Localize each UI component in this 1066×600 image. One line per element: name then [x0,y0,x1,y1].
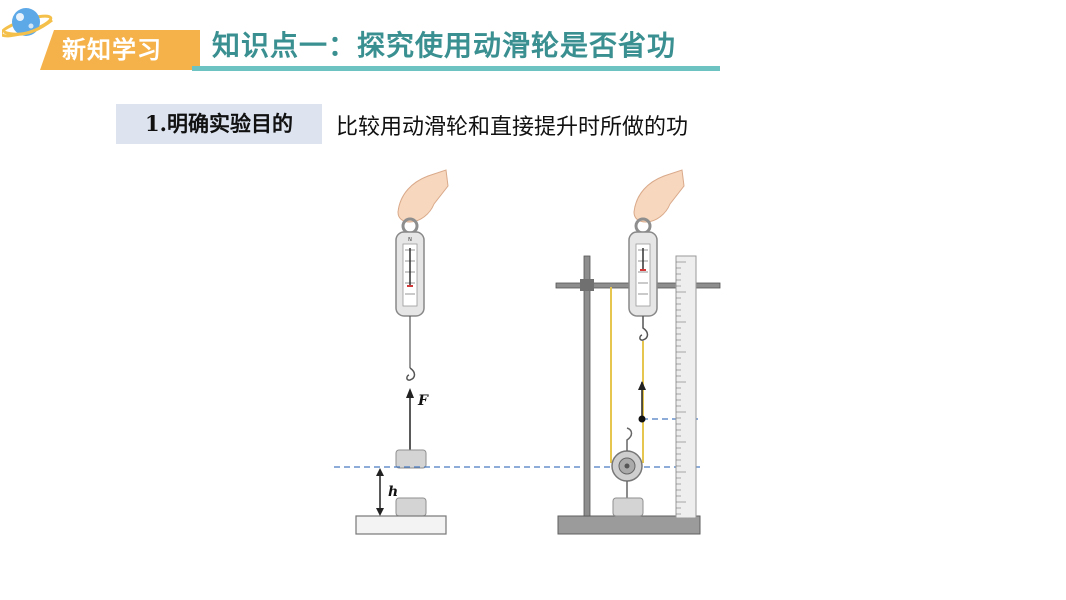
weight-on-pulley [612,497,644,517]
stand-base [557,515,701,535]
stand-rod [583,255,591,517]
hand-left [397,169,449,223]
section-tag-label: 新知学习 [62,36,162,64]
planet-icon [2,8,53,38]
pulley-setup [555,169,721,535]
experiment-figure: N F h [334,169,721,535]
force-label: F [417,393,429,409]
title-underline [192,66,720,71]
page-title: 知识点一：探究使用动滑轮是否省功 [212,29,677,62]
height-label: h [388,484,398,500]
tabletop [355,515,447,535]
purpose-heading: 1.明确实验目的 [116,104,322,144]
meter-ruler [675,255,697,519]
spring-scale-unit: N [408,237,412,243]
hand-right [633,169,685,223]
section-tag [40,30,200,70]
weight-on-table [395,497,427,517]
header-band: 新知学习 知识点一：探究使用动滑轮是否省功 [0,0,1066,80]
direct-lift-setup: N F h [355,169,449,535]
purpose-text: 比较用动滑轮和直接提升时所做的功 [336,115,689,140]
weight-lifted [395,449,427,469]
